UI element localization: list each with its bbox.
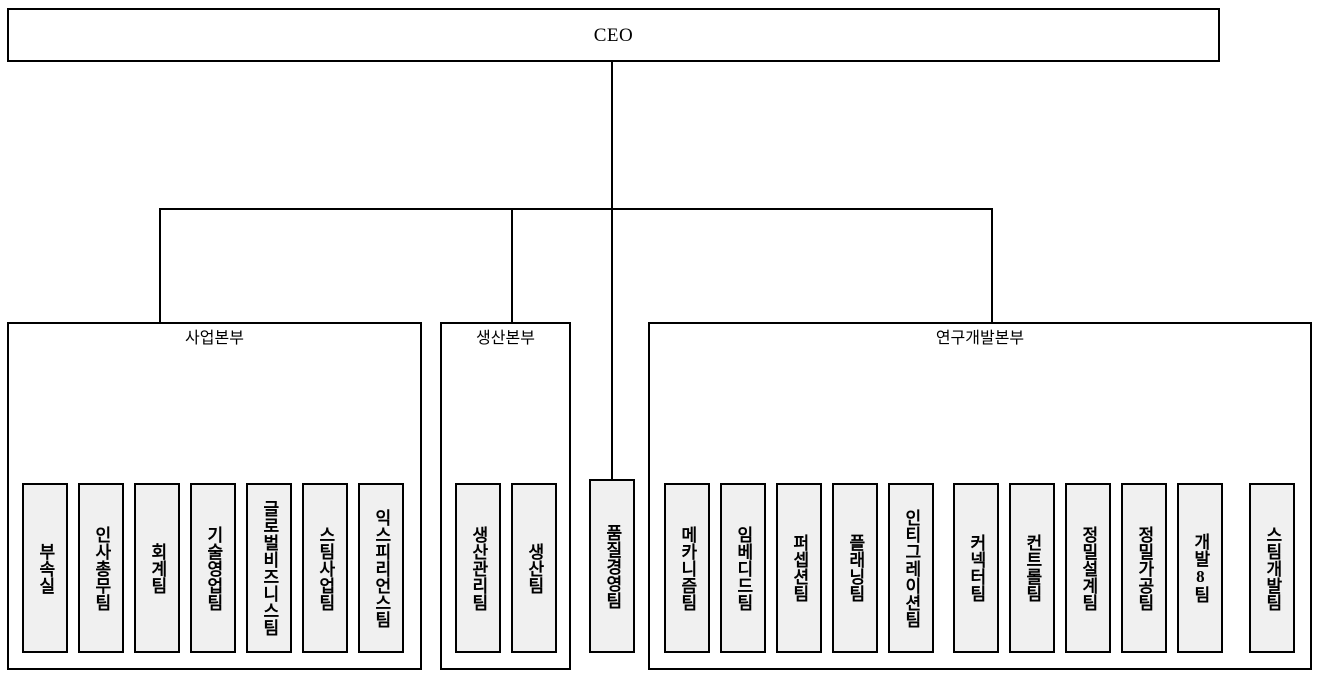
node-ceo-label: CEO xyxy=(593,24,634,46)
team-box[interactable]: 임베디드팀 xyxy=(720,483,766,653)
connector-drop-rnd xyxy=(991,209,993,323)
team-box[interactable]: 익스피리언스팀 xyxy=(358,483,404,653)
team-box[interactable]: 인사총무팀 xyxy=(78,483,124,653)
team-box[interactable]: 정밀가공팀 xyxy=(1121,483,1167,653)
team-label: 인사총무팀 xyxy=(91,525,111,611)
team-box[interactable]: 부속실 xyxy=(22,483,68,653)
connector-drop-production xyxy=(511,209,513,323)
connector-ceo-to-quality xyxy=(611,209,613,479)
team-label: 생산관리팀 xyxy=(468,525,488,611)
team-label: 정밀가공팀 xyxy=(1134,525,1154,611)
division-production-label: 생산본부 xyxy=(476,330,535,347)
team-label: 스팀사업팀 xyxy=(315,525,335,611)
team-label: 개발8팀 xyxy=(1190,533,1210,603)
team-box[interactable]: 퍼셉션팀 xyxy=(776,483,822,653)
team-label: 커넥터팀 xyxy=(966,534,986,602)
team-label: 회계팀 xyxy=(147,542,167,594)
team-label: 부속실 xyxy=(35,542,55,594)
team-box[interactable]: 기술영업팀 xyxy=(190,483,236,653)
connector-ceo-stem xyxy=(611,62,613,209)
team-label: 임베디드팀 xyxy=(733,525,753,611)
team-box[interactable]: 회계팀 xyxy=(134,483,180,653)
team-label: 기술영업팀 xyxy=(203,525,223,611)
team-box[interactable]: 스팀사업팀 xyxy=(302,483,348,653)
team-box-quality-management[interactable]: 품질경영팀 xyxy=(589,479,635,653)
team-box[interactable]: 스팀개발팀 xyxy=(1249,483,1295,653)
team-label: 플래닝팀 xyxy=(845,534,865,602)
division-rnd-label: 연구개발본부 xyxy=(935,330,1025,347)
team-label: 스팀개발팀 xyxy=(1262,525,1282,611)
team-label: 익스피리언스팀 xyxy=(371,508,391,628)
team-label: 생산팀 xyxy=(524,542,544,594)
team-label: 글로벌비즈니스팀 xyxy=(259,500,279,636)
team-box[interactable]: 개발8팀 xyxy=(1177,483,1223,653)
team-box[interactable]: 플래닝팀 xyxy=(832,483,878,653)
team-label: 정밀설계팀 xyxy=(1078,525,1098,611)
team-box[interactable]: 생산관리팀 xyxy=(455,483,501,653)
team-box[interactable]: 커넥터팀 xyxy=(953,483,999,653)
connector-drop-business xyxy=(159,209,161,323)
team-label: 컨트롤팀 xyxy=(1022,534,1042,602)
team-box[interactable]: 인티그레이션팀 xyxy=(888,483,934,653)
team-label: 품질경영팀 xyxy=(602,523,622,609)
connector-bus xyxy=(159,208,993,210)
team-box[interactable]: 메카니즘팀 xyxy=(664,483,710,653)
team-box[interactable]: 컨트롤팀 xyxy=(1009,483,1055,653)
team-box[interactable]: 글로벌비즈니스팀 xyxy=(246,483,292,653)
team-label: 퍼셉션팀 xyxy=(789,534,809,602)
node-ceo[interactable]: CEO xyxy=(7,8,1220,62)
team-label: 인티그레이션팀 xyxy=(901,508,921,628)
team-label: 메카니즘팀 xyxy=(677,525,697,611)
team-box[interactable]: 생산팀 xyxy=(511,483,557,653)
division-business-label: 사업본부 xyxy=(185,330,244,347)
team-box[interactable]: 정밀설계팀 xyxy=(1065,483,1111,653)
